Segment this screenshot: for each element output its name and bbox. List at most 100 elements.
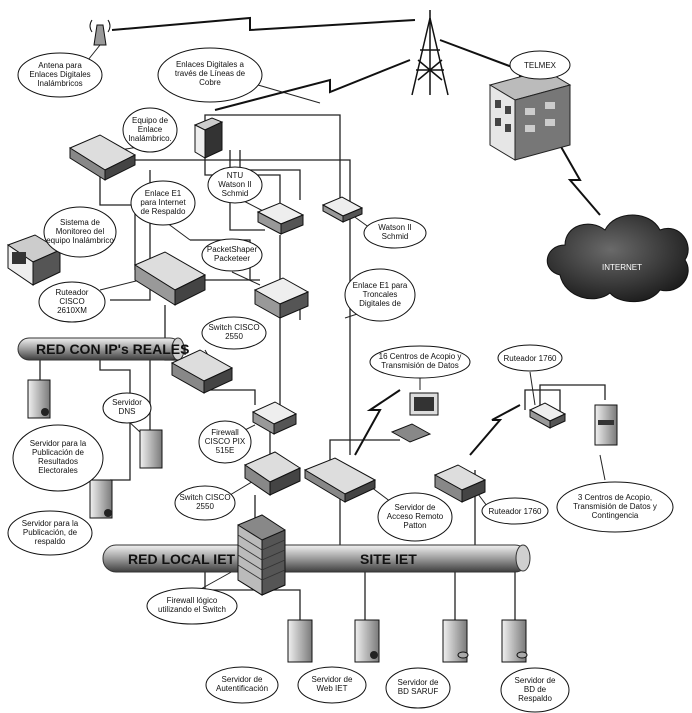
callout-label-ruteador-2610-line-2: CISCO — [59, 297, 84, 306]
callout-label-servidor-web-line-1: Servidor de — [312, 675, 353, 684]
callout-label-switch-2550-top-line-2: 2550 — [225, 332, 243, 341]
bus-label-real-ip: RED CON IP's REALES — [36, 341, 189, 357]
callout-label-switch-2550-bottom-line-2: 2550 — [196, 502, 214, 511]
router-1760-top-icon — [528, 402, 567, 429]
callout-label-servidor-bd-respaldo-line-1: Servidor de — [515, 676, 556, 685]
callout-label-centros3-line-2: Transmisión de Datos y — [573, 502, 657, 511]
callout-label-servidor-saruf-line-2: BD SARUF — [398, 687, 439, 696]
callout-label-switch-2550-top-line-1: Switch CISCO — [208, 323, 259, 332]
server-bd-respaldo-icon — [501, 619, 528, 663]
radio-tower-icon — [411, 10, 449, 96]
ntu-device-icon — [256, 202, 305, 235]
callout-label-servidor-autentificacion-line-2: Autentificación — [216, 684, 268, 693]
router-1760-bottom-icon — [433, 464, 487, 503]
callout-label-ntu-line-1: NTU — [227, 171, 244, 180]
callout-label-centros3-line-1: 3 Centros de Acopio, — [578, 493, 652, 502]
wireless-links — [111, 16, 601, 456]
callout-label-servidor-acceso-line-1: Servidor de — [395, 503, 436, 512]
callout-label-servidor-dns-line-1: Servidor — [112, 398, 142, 407]
callout-label-servidor-acceso-line-3: Patton — [403, 521, 426, 530]
wireless-equipment-icon — [68, 134, 137, 181]
antenna-icon — [89, 19, 111, 46]
telmex-building-icon — [488, 69, 572, 161]
watson-modem-icon — [321, 196, 364, 223]
callout-label-centros16-line-1: 16 Centros de Acopio y — [379, 352, 462, 361]
callout-label-switch-2550-bottom-line-1: Switch CISCO — [179, 493, 230, 502]
callout-label-enlace-e1-troncales-line-1: Enlace E1 para — [353, 281, 408, 290]
top-server-icon — [193, 117, 224, 159]
callouts — [7, 47, 674, 713]
callout-label-ruteador-1760-bottom-line-1: Ruteador 1760 — [489, 507, 542, 516]
bus-label-local: RED LOCAL IET — [128, 551, 236, 567]
callout-label-enlace-e1-internet-line-3: de Respaldo — [141, 207, 186, 216]
server-saruf-icon — [442, 619, 469, 663]
callout-label-servidor-web-line-2: Web IET — [317, 684, 348, 693]
bus-label-site: SITE IET — [360, 551, 417, 567]
callout-label-enlace-e1-internet-line-1: Enlace E1 — [145, 189, 182, 198]
wires — [39, 114, 606, 620]
callout-label-servidor-dns-line-2: DNS — [119, 407, 136, 416]
server-autentificacion-icon — [287, 619, 313, 663]
server-3-centros-icon — [594, 404, 618, 446]
callout-label-servidor-bd-respaldo-line-2: BD de — [524, 685, 547, 694]
callout-label-watson-line-1: Watson II — [378, 223, 412, 232]
callout-label-enlaces-cobre-line-1: Enlaces Digitales a — [176, 60, 245, 69]
switch-cisco-2550-top-icon — [170, 349, 234, 394]
bus-red-local: RED LOCAL IET SITE IET — [102, 544, 531, 573]
callout-label-centros3-line-3: Contingencia — [592, 511, 639, 520]
callout-label-servidor-bd-respaldo-line-3: Respaldo — [518, 694, 552, 703]
callout-label-ntu-line-2: Watson II — [218, 180, 252, 189]
callout-label-servidor-publicacion-line-1: Servidor para la — [30, 439, 87, 448]
callout-label-servidor-acceso-line-2: Acceso Remoto — [387, 512, 444, 521]
callout-label-ntu-line-3: Schmid — [222, 189, 249, 198]
callout-label-enlace-e1-troncales-line-3: Digitales de — [359, 299, 401, 308]
callout-label-ruteador-2610-line-1: Ruteador — [56, 288, 89, 297]
callout-label-watson-line-2: Schmid — [382, 232, 409, 241]
callout-label-antena-line-2: Enlaces Digitales — [29, 70, 90, 79]
callout-label-antena-line-3: Inalámbricos — [37, 79, 82, 88]
callout-label-centros16-line-2: Transmisión de Datos — [381, 361, 459, 370]
callout-label-equipo-enlace-line-2: Enlace — [138, 125, 163, 134]
patton-access-server-icon — [303, 457, 377, 503]
internet-cloud-icon: INTERNET — [546, 214, 689, 303]
callout-label-firewall-logico-line-2: utilizando el Switch — [158, 605, 226, 614]
callout-label-enlaces-cobre-line-2: través de Líneas de — [175, 69, 246, 78]
callout-label-servidor-autentificacion-line-1: Servidor de — [222, 675, 263, 684]
callout-label-equipo-enlace-line-1: Equipo de — [132, 116, 169, 125]
router-cisco-2610-icon — [133, 251, 207, 306]
monitoring-system-icon — [6, 234, 62, 286]
callout-label-equipo-enlace-line-3: Inalámbrico. — [128, 134, 172, 143]
server-web-icon — [354, 619, 380, 663]
workstation-icon — [390, 392, 439, 443]
callout-label-monitoreo-line-2: Monitoreo del — [56, 227, 105, 236]
firewall-pix-icon — [251, 401, 298, 435]
server-respaldo-pub-icon — [89, 479, 113, 519]
callout-label-ruteador-1760-top-line-1: Ruteador 1760 — [504, 354, 557, 363]
callout-label-servidor-respaldo-pub-line-2: Publicación, de — [23, 528, 78, 537]
callout-label-enlace-e1-internet-line-2: para Internet — [140, 198, 186, 207]
callout-label-servidor-saruf-line-1: Servidor de — [398, 678, 439, 687]
bus-red-ips-reales: RED CON IP's REALES — [17, 337, 189, 361]
packetshaper-icon — [253, 277, 310, 319]
callout-label-monitoreo-line-3: equipo Inalámbrico — [46, 236, 114, 245]
callout-label-telmex-line-1: TELMEX — [524, 61, 557, 70]
callout-label-servidor-respaldo-pub-line-3: respaldo — [35, 537, 66, 546]
callout-label-ruteador-2610-line-3: 2610XM — [57, 306, 87, 315]
firewall-brick-wall-icon — [237, 514, 286, 596]
switch-cisco-2550-bottom-icon — [243, 451, 302, 496]
server-publicacion-icon — [27, 379, 51, 419]
callout-label-enlace-e1-troncales-line-2: Troncales — [363, 290, 398, 299]
callout-label-enlaces-cobre-line-3: Cobre — [199, 78, 221, 87]
callout-label-firewall-pix-line-1: Firewall — [211, 428, 239, 437]
callout-label-servidor-respaldo-pub-line-1: Servidor para la — [22, 519, 79, 528]
internet-label: INTERNET — [602, 263, 642, 272]
callout-label-monitoreo-line-1: Sistema de — [60, 218, 101, 227]
callout-label-packetshaper-line-1: PacketShaper — [207, 245, 258, 254]
callout-label-antena-line-1: Antena para — [38, 61, 82, 70]
callout-label-packetshaper-line-2: Packeteer — [214, 254, 250, 263]
callout-label-firewall-logico-line-1: Firewall lógico — [167, 596, 218, 605]
callout-label-firewall-pix-line-3: 515E — [216, 446, 235, 455]
callout-label-firewall-pix-line-2: CISCO PIX — [205, 437, 246, 446]
